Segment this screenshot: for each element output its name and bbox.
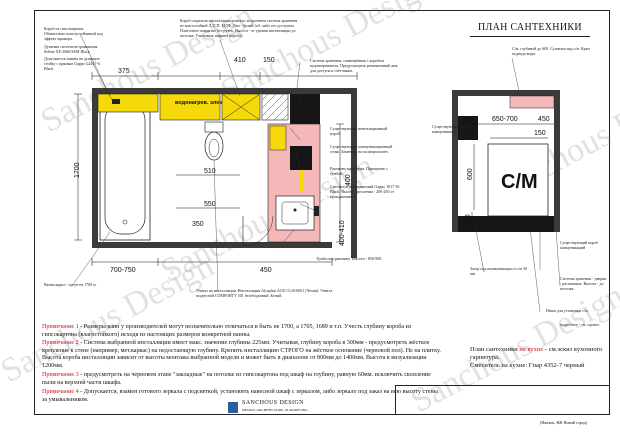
- note-3: Примечание 3 - предусмотреть на черновом…: [42, 372, 442, 387]
- page-title: ПЛАН САНТЕХНИКИ: [478, 22, 582, 33]
- kitchen-prefix: План сантехники: [470, 346, 520, 353]
- logo-name: SANCHOUS DESIGN: [242, 400, 304, 406]
- dim-700-750: 700-750: [110, 267, 136, 274]
- dim-1700: 1700: [74, 162, 81, 178]
- dim-375: 375: [118, 68, 130, 75]
- heater-box: [159, 93, 221, 121]
- kitchen-mixer: Смеситель на кухне: Гпар 4352-7 черный: [470, 362, 585, 369]
- annotation-gap: Зазор под коммуникации и с/м 30 мм: [470, 266, 528, 276]
- kitchen-red: на кухне: [519, 346, 544, 353]
- note-1: Примечание 1 - Размеры ванн у производит…: [42, 324, 442, 339]
- logo: SANCHOUS DESIGN DESIGN, ARCHITECTURE, 3d…: [228, 400, 362, 416]
- annotation-bathtub: Ванна акрил / чугун на 1700 м.: [44, 282, 97, 287]
- dim-510: 510: [204, 168, 216, 175]
- annotation-sink: Раковина накладная. Примерить с тумбой.: [330, 166, 388, 176]
- annotation-storage: Система хранения, совмещённая с коробом …: [310, 58, 398, 73]
- dim-150b: 150: [534, 130, 546, 137]
- note-2: Примечание 2 - Система выбранной инсталл…: [42, 340, 442, 370]
- dim-350: 350: [192, 221, 204, 228]
- annotation-storage-2: Система хранения - дверки - распашные. В…: [560, 276, 607, 291]
- annotation-sink-cabinet: Тумба под раковину. Высота - 850-900.: [316, 256, 383, 261]
- note-4: Примечание 4 - Допускается, взамен готов…: [42, 389, 442, 404]
- dim-450: 450: [260, 267, 272, 274]
- sheet-border: [34, 10, 610, 415]
- city-caption: (Ижевск, ЖК Новый город): [540, 420, 587, 425]
- note-text: - Размеры ванн у производителей могут не…: [42, 324, 412, 338]
- annotation-box-gypsum: Короб из гипсокартона. Обязательно влаго…: [44, 26, 103, 41]
- washing-machine: [487, 143, 549, 217]
- main-plan: водонагрев. электрический: [74, 57, 358, 274]
- elevation-plan: С/М 300 650-700 450 150 600 150: [452, 90, 560, 232]
- note-label: Примечание 3: [42, 372, 79, 378]
- footer-box: [395, 385, 610, 415]
- toilet: [204, 131, 224, 161]
- annotation-riser: Существующий коммуникационный стояк. Зам…: [330, 144, 393, 154]
- shower-box: [97, 93, 159, 113]
- dim-150c: 150: [465, 214, 472, 226]
- dim-400-410: 400-410: [339, 220, 346, 246]
- note-text: - предусмотреть на черновом этапе "закла…: [42, 372, 431, 386]
- dim-150: 150: [263, 57, 275, 64]
- annotation-installation-box: Короб сокрытия инсталляции унитаза, встр…: [180, 18, 298, 38]
- annotation-see-project: подробнее - см. проект: [560, 322, 600, 327]
- note-label: Примечание 4: [42, 389, 79, 395]
- annotation-vent-shaft: Существующий вентиляционный короб: [330, 126, 388, 136]
- kitchen-info: План сантехники на кухне - см.эскиз кухо…: [470, 346, 610, 370]
- dim-450b: 450: [538, 116, 550, 123]
- title-underline: [470, 36, 590, 37]
- annotation-toilet: Унитаз на инсталляции. Инсталляция Alcap…: [196, 288, 333, 298]
- dim-650-700: 650-700: [492, 116, 518, 123]
- annotation-wm-niche: Ниша для установки с/м: [546, 308, 588, 313]
- logo-mark: [228, 402, 238, 413]
- annotation-existing-box-2: Существующий короб коммуникаций: [560, 240, 598, 250]
- note-label: Примечание 1: [42, 324, 79, 330]
- logo-sub: DESIGN, ARCHITECTURE, 3d MODELING: [242, 408, 308, 412]
- kitchen-rest: - см.эскиз кухонного гарнитура.: [470, 346, 603, 361]
- annotation-existing-box: Существующий короб коммуникаций: [432, 124, 470, 134]
- annotation-wm-depth: С/м. глубиной до 600. Сушилка над с/м. К…: [512, 46, 590, 56]
- annotation-shower-system: Душевая система встраиваемая Selene XE-2…: [44, 44, 98, 54]
- dim-400: 400: [345, 174, 352, 186]
- dim-600: 600: [467, 168, 474, 180]
- annotation-shower-alt: Допускается замена на душевую стойку с п…: [44, 56, 100, 71]
- note-text: - Система выбранной инсталляции имеет ма…: [42, 340, 441, 369]
- annotation-mixer: Смеситель встраиваемый Gappo 1017-16 Bla…: [330, 184, 400, 199]
- dim-300: 300: [462, 116, 474, 123]
- dim-550: 550: [204, 201, 216, 208]
- dim-410: 410: [234, 57, 246, 64]
- washing-machine-label: С/М: [501, 171, 538, 193]
- note-text: - Допускается, взамен готового зеркала с…: [42, 389, 438, 403]
- heater-label: водонагрев. электрический: [175, 99, 250, 106]
- note-label: Примечание 2: [42, 340, 79, 346]
